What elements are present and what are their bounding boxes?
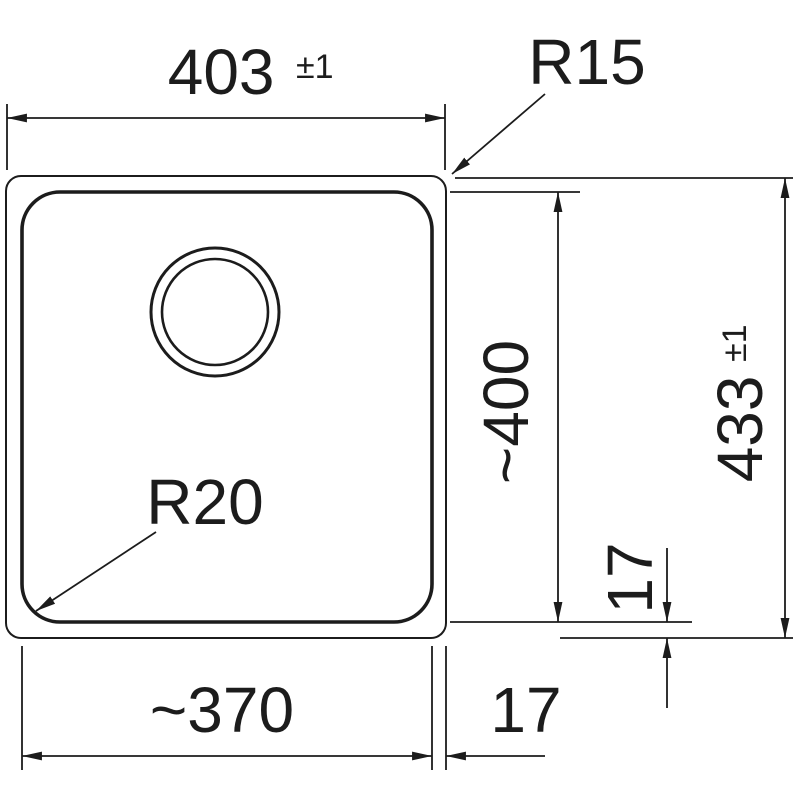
dimension-bowl-height: ~400: [450, 191, 692, 623]
dimension-overall-height: 433 ±1: [455, 177, 793, 639]
rim-bottom-label: 17: [594, 542, 666, 613]
sink-outline: [5, 175, 447, 639]
drain-inner-circle: [160, 257, 270, 367]
dimension-rim-bottom: 17: [594, 542, 672, 708]
overall-height-label: 433 ±1: [704, 324, 776, 482]
callout-bowl-corner-radius: R20: [35, 466, 264, 612]
rim-bottom-label-group: 17: [594, 542, 666, 613]
dimension-bowl-width: ~370 17: [21, 646, 562, 770]
bowl-height-label-group: ~400: [470, 340, 542, 484]
overall-height-label-group: 433 ±1: [704, 324, 776, 482]
sink-outer-edge: [5, 175, 447, 639]
callout-outer-corner-radius: R15: [451, 26, 646, 175]
bowl-width-label: ~370: [150, 674, 294, 746]
sink-bowl-edge: [20, 190, 434, 624]
leader-line-r20: [35, 531, 157, 612]
dimension-overall-width: 403 ±1: [6, 36, 446, 170]
overall-width-label: 403 ±1: [168, 36, 334, 108]
leader-line-r15: [451, 93, 546, 175]
drain-outer-circle: [149, 246, 281, 378]
bowl-height-label: ~400: [470, 340, 542, 484]
rim-right-label: 17: [490, 674, 561, 746]
bowl-corner-radius-label: R20: [146, 466, 263, 538]
outer-corner-radius-label: R15: [528, 26, 645, 98]
